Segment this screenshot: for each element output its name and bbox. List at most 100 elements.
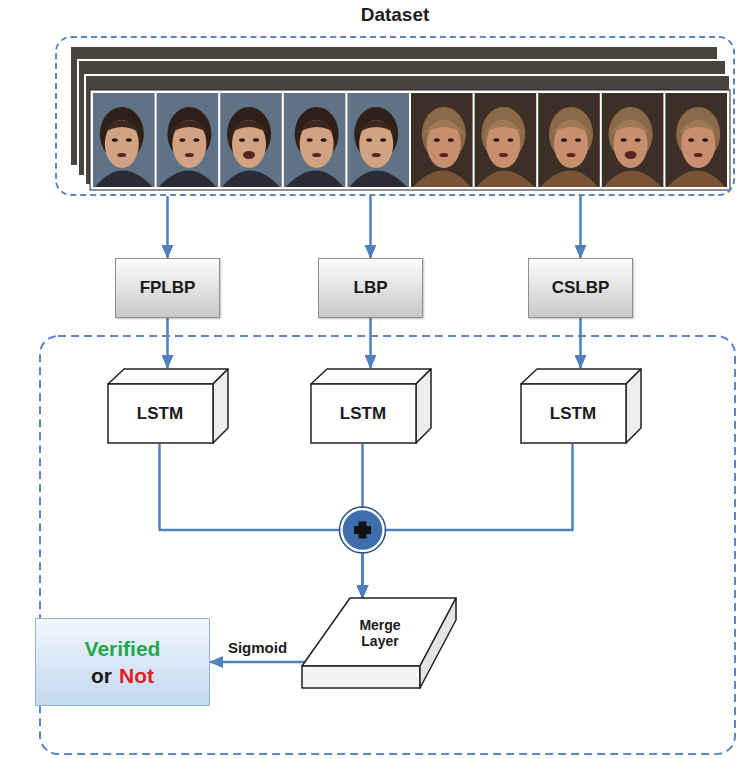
frame-background <box>220 93 282 187</box>
eye <box>366 138 372 142</box>
lstm-block: LSTM <box>520 368 642 444</box>
eye <box>239 138 245 142</box>
block-top <box>521 369 641 384</box>
face-frame <box>411 93 473 187</box>
lstm-block: LSTM <box>107 368 229 444</box>
mouth <box>117 153 126 157</box>
slab-front <box>302 666 420 688</box>
mouth <box>439 153 448 157</box>
hair-fringe <box>611 120 651 134</box>
frame-background <box>665 93 727 187</box>
sum-circle-ring <box>340 507 386 553</box>
eye <box>688 138 694 142</box>
feature-box: LBP <box>318 258 423 318</box>
mouth <box>372 153 381 157</box>
connector <box>369 196 372 258</box>
mouth <box>694 153 703 157</box>
mouth <box>312 153 321 157</box>
frame-strip <box>90 90 730 190</box>
block-top <box>311 369 431 384</box>
lstm-label: LSTM <box>137 404 183 424</box>
feature-box: FPLBP <box>115 258 220 318</box>
face-frame <box>475 93 537 187</box>
mouth <box>243 151 255 159</box>
frame-background <box>284 93 346 187</box>
block-face: LSTM <box>108 384 213 443</box>
eye <box>434 138 440 142</box>
region-title: Dataset <box>57 4 733 26</box>
frame-background <box>93 93 155 187</box>
frame-background <box>602 93 664 187</box>
mouth <box>567 153 576 157</box>
shoulders <box>286 171 344 188</box>
eye <box>307 138 313 142</box>
shoulders <box>540 171 598 188</box>
block-face: LSTM <box>521 384 626 443</box>
connector <box>369 318 372 368</box>
eye <box>575 138 581 142</box>
shoulders <box>159 171 217 188</box>
hair-fringe <box>678 120 718 134</box>
eye <box>635 138 641 142</box>
face-frame <box>220 93 282 187</box>
hair-fringe <box>483 120 523 134</box>
face-frame <box>93 93 155 187</box>
hair-fringe <box>424 120 464 134</box>
block-side <box>626 369 641 443</box>
text-line: orNot <box>91 662 154 689</box>
eye <box>621 138 627 142</box>
connector <box>166 318 169 368</box>
hair-fringe <box>551 120 591 134</box>
eye <box>126 138 132 142</box>
connector <box>160 444 363 598</box>
hair-fringe <box>169 120 209 134</box>
block-face: LSTM <box>311 384 416 443</box>
eye <box>112 138 118 142</box>
eye <box>179 138 185 142</box>
connector <box>210 661 305 664</box>
block-side <box>416 369 431 443</box>
feature-box: CSLBP <box>528 258 633 318</box>
merge-label: Merge Layer <box>349 617 411 649</box>
block-side <box>213 369 228 443</box>
block-front <box>521 384 626 443</box>
dataset-region: Dataset <box>55 36 735 196</box>
lstm-block: LSTM <box>310 368 432 444</box>
hair-fringe <box>229 120 269 134</box>
block-top <box>108 369 228 384</box>
shoulders <box>95 171 153 188</box>
slab-side <box>420 598 456 688</box>
frame-background <box>157 93 219 187</box>
plus-bar <box>359 522 367 539</box>
frame-background <box>347 93 409 187</box>
feature-label: FPLBP <box>140 278 196 298</box>
eye <box>380 138 386 142</box>
result-word: Verified <box>85 635 161 662</box>
face-frame <box>602 93 664 187</box>
eye <box>448 138 454 142</box>
eye <box>193 138 199 142</box>
result-word: Not <box>119 662 154 689</box>
mouth <box>625 151 637 159</box>
face-frame <box>665 93 727 187</box>
shoulders <box>413 171 471 188</box>
eye <box>253 138 259 142</box>
face-frame <box>538 93 600 187</box>
merge-layer: Merge Layer <box>300 596 458 690</box>
frame-background <box>411 93 473 187</box>
connector <box>579 196 582 258</box>
shoulders <box>477 171 535 188</box>
frame-background <box>475 93 537 187</box>
eye <box>561 138 567 142</box>
result-box: VerifiedorNot <box>35 618 210 706</box>
eye <box>321 138 327 142</box>
shoulders <box>667 171 725 188</box>
hair-fringe <box>102 120 142 134</box>
face-frame <box>157 93 219 187</box>
lstm-label: LSTM <box>550 404 596 424</box>
connector <box>363 444 573 598</box>
block-face: Merge Layer <box>334 602 426 664</box>
frame-background <box>538 93 600 187</box>
hair-fringe <box>356 120 396 134</box>
feature-label: CSLBP <box>552 278 610 298</box>
